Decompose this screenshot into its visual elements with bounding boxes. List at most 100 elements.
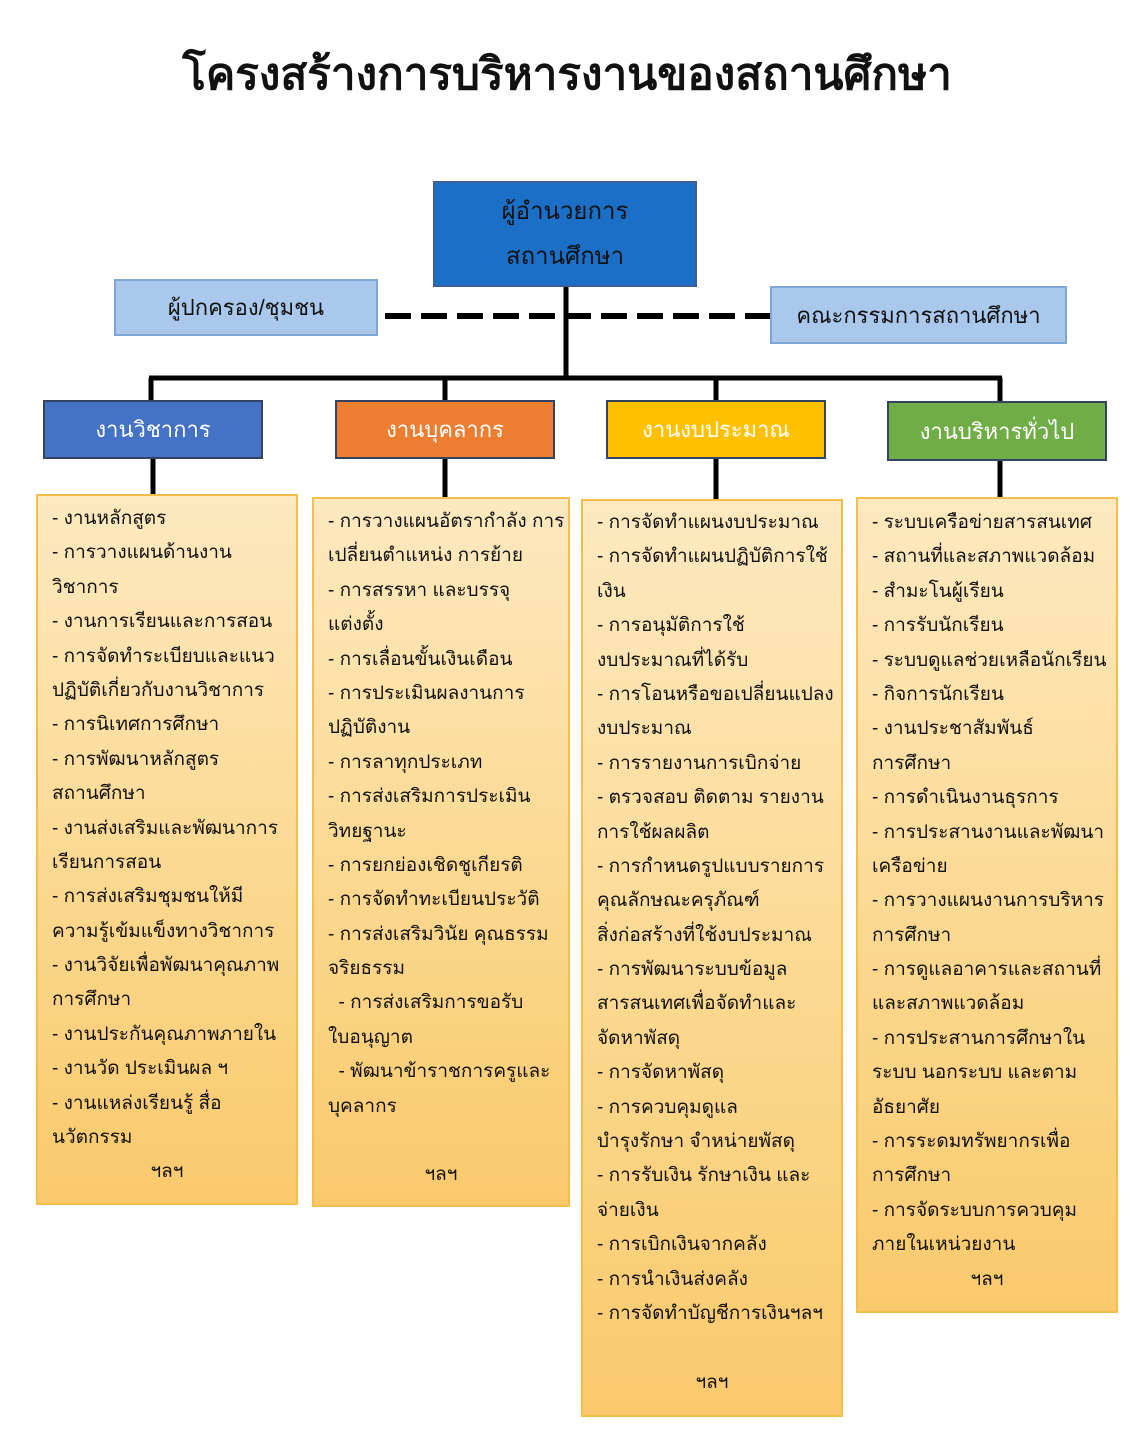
- duty-item: - การโอนหรือขอเปลี่ยนแปลงงบประมาณ: [597, 678, 835, 747]
- duty-item: - การพัฒนาระบบข้อมูลสารสนเทศเพื่อจัดทำแล…: [597, 953, 835, 1056]
- etc-label: ฯลฯ: [424, 1164, 458, 1186]
- duty-line: ปฏิบัติงาน: [328, 717, 411, 739]
- duty-line: บำรุงรักษา จำหน่ายพัสดุ: [597, 1131, 795, 1153]
- duty-item: - การประสานงานและพัฒนาเครือข่าย: [872, 816, 1110, 885]
- school-board-box: คณะกรรมการสถานศึกษา: [770, 286, 1067, 344]
- duty-list-academic: - งานหลักสูตร- การวางแผนด้านงานวิชาการ- …: [36, 494, 298, 1205]
- duty-item: - พัฒนาข้าราชการครูและบุคลากร: [328, 1055, 562, 1124]
- dept-box-general-admin: งานบริหารทั่วไป: [887, 401, 1107, 461]
- duty-line: - การดูแลอาคารและสถานที่: [872, 959, 1102, 981]
- duty-line: - การส่งเสริมการขอรับ: [328, 992, 524, 1014]
- duty-item: - สถานที่และสภาพแวดล้อม: [872, 540, 1110, 574]
- duty-line: - การนิเทศการศึกษา: [52, 714, 220, 736]
- director-subtitle: สถานศึกษา: [505, 243, 625, 270]
- duty-line: - การอนุมัติการใช้: [597, 615, 745, 637]
- duty-line: - การโอนหรือขอเปลี่ยนแปลง: [597, 683, 834, 705]
- duty-item: - การวางแผนอัตรากำลัง การเปลี่ยนตำแหน่ง …: [328, 505, 564, 574]
- duty-line: - งานวัด ประเมินผล ฯ: [52, 1058, 229, 1080]
- duty-item: - ตรวจสอบ ติดตาม รายงานการใช้ผลผลิต: [597, 781, 835, 850]
- duty-line: - การเลื่อนขั้นเงินเดือน: [328, 648, 513, 670]
- duty-item: - งานประกันคุณภาพภายใน: [52, 1018, 290, 1052]
- duty-item: - การอนุมัติการใช้งบประมาณที่ได้รับ: [597, 609, 835, 678]
- duty-list-personnel: - การวางแผนอัตรากำลัง การเปลี่ยนตำแหน่ง …: [312, 497, 570, 1207]
- duty-line: การใช้ผลผลิต: [597, 821, 710, 843]
- parents-community-box: ผู้ปกครอง/ชุมชน: [114, 279, 378, 336]
- duty-line: - การควบคุมดูแล: [597, 1096, 738, 1118]
- dept-label: งานงบประมาณ: [642, 417, 790, 442]
- duty-line: - การดำเนินงานธุรการ: [872, 787, 1059, 809]
- duty-item: - การจัดทำทะเบียนประวัติ: [328, 883, 562, 917]
- duty-line: ปฏิบัติเกี่ยวกับงานวิชาการ: [52, 679, 265, 701]
- duty-line: - การสรรหา และบรรจุ: [328, 579, 511, 601]
- duty-line: สถานศึกษา: [52, 783, 146, 805]
- duty-item: - การระดมทรัพยากรเพื่อการศึกษา: [872, 1125, 1110, 1194]
- duty-line: เครือข่าย: [872, 855, 948, 877]
- etc-label: ฯลฯ: [695, 1371, 729, 1393]
- duty-item: - การประสานการศึกษาในระบบ นอกระบบ และตาม…: [872, 1022, 1110, 1125]
- duty-line: การศึกษา: [872, 752, 952, 774]
- duty-item: - การรับนักเรียน: [872, 609, 1110, 643]
- duty-line: จัดหาพัสดุ: [597, 1027, 681, 1049]
- etc-label: ฯลฯ: [150, 1161, 184, 1183]
- duty-items: - การจัดทำแผนงบประมาณ - การจัดทำแผนปฏิบัต…: [597, 506, 835, 1331]
- duty-line: ใบอนุญาต: [328, 1026, 413, 1048]
- duty-item: - การจัดทำบัญชีการเงินฯลฯ: [597, 1297, 835, 1331]
- duty-line: เปลี่ยนตำแหน่ง การย้าย: [328, 545, 523, 567]
- duty-line: เงิน: [597, 580, 626, 602]
- duty-line: - การประสานงานและพัฒนา: [872, 821, 1105, 843]
- duty-line: - สถานที่และสภาพแวดล้อม: [872, 546, 1096, 568]
- duty-item: - งานหลักสูตร: [52, 502, 290, 536]
- duty-list-general-admin: - ระบบเครือข่ายสารสนเทศ - สถานที่และสภาพแ…: [856, 497, 1118, 1313]
- duty-line: บุคลากร: [328, 1095, 397, 1117]
- duty-item: - การรายงานการเบิกจ่าย: [597, 747, 835, 781]
- etc-label: ฯลฯ: [970, 1268, 1004, 1290]
- duty-item: - การควบคุมดูแลบำรุงรักษา จำหน่ายพัสดุ: [597, 1091, 835, 1160]
- duty-line: - ระบบเครือข่ายสารสนเทศ: [872, 512, 1092, 533]
- duty-line: - การวางแผนงานการบริหาร: [872, 890, 1104, 912]
- duty-line: - การรับเงิน รักษาเงิน และ: [597, 1165, 811, 1187]
- duty-line: - การจัดทำทะเบียนประวัติ: [328, 889, 540, 911]
- duty-line: - การกำหนดรูปแบบรายการ: [597, 855, 825, 877]
- duty-line: วิทยฐานะ: [328, 820, 407, 842]
- duty-line: - การระดมทรัพยากรเพื่อ: [872, 1131, 1071, 1153]
- duty-line: และสภาพแวดล้อม: [872, 993, 1025, 1015]
- chart-title: โครงสร้างการบริหารงานของสถานศึกษา: [182, 50, 952, 99]
- duty-line: ภายในเหน่วยงาน: [872, 1234, 1016, 1256]
- duty-line: - การส่งเสริมวินัย คุณธรรม: [328, 923, 549, 945]
- duty-item: - การยกย่องเชิดชูเกียรติ: [328, 849, 562, 883]
- duty-list-budget: - การจัดทำแผนงบประมาณ - การจัดทำแผนปฏิบัต…: [581, 499, 843, 1417]
- duty-item: - ระบบเครือข่ายสารสนเทศ: [872, 506, 1110, 540]
- duty-item: - การนิเทศการศึกษา: [52, 708, 290, 742]
- duty-item: - การดำเนินงานธุรการ: [872, 781, 1110, 815]
- duty-item: - การลาทุกประเภท: [328, 746, 562, 780]
- dept-box-budget: งานงบประมาณ: [606, 400, 826, 459]
- duty-item: - การส่งเสริมการขอรับใบอนุญาต: [328, 986, 562, 1055]
- school-board-label: คณะกรรมการสถานศึกษา: [796, 302, 1041, 328]
- duty-line: - การจัดทำแผนงบประมาณ: [597, 512, 819, 533]
- duty-line: - กิจการนักเรียน: [872, 683, 1004, 705]
- duty-item: - การจัดระบบการควบคุมภายในเหน่วยงาน: [872, 1194, 1110, 1263]
- duty-line: - การจัดทำแผนปฏิบัติการใช้: [597, 546, 828, 568]
- director-box: ผู้อำนวยการ สถานศึกษา: [433, 181, 697, 287]
- duty-item: - งานวัด ประเมินผล ฯ: [52, 1052, 290, 1086]
- duty-line: - การยกย่องเชิดชูเกียรติ: [328, 854, 523, 876]
- duty-item: - การจัดทำแผนปฏิบัติการใช้เงิน: [597, 540, 835, 609]
- duty-item: - การส่งเสริมชุมชนให้มีความรู้เข้มแข็งทา…: [52, 880, 290, 949]
- duty-line: การศึกษา: [872, 1165, 952, 1187]
- duty-item: - งานส่งเสริมและพัฒนาการเรียนการสอน: [52, 812, 290, 881]
- duty-line: - สำมะโนผู้เรียน: [872, 580, 1004, 602]
- duty-line: นวัตกรรม: [52, 1127, 133, 1149]
- duty-line: - การจัดทำระเบียบและแนว: [52, 645, 275, 667]
- duty-line: - งานการเรียนและการสอน: [52, 611, 273, 633]
- duty-line: - งานประกันคุณภาพภายใน: [52, 1023, 277, 1045]
- duty-item: - การกำหนดรูปแบบรายการคุณลักษณะครุภัณฑ์ส…: [597, 850, 835, 953]
- duty-line: - การเบิกเงินจากคลัง: [597, 1234, 767, 1256]
- duty-line: จ่ายเงิน: [597, 1199, 659, 1221]
- duty-line: - งานหลักสูตร: [52, 508, 167, 529]
- duty-item: - งานประชาสัมพันธ์การศึกษา: [872, 712, 1110, 781]
- duty-line: - การส่งเสริมชุมชนให้มี: [52, 886, 244, 908]
- duty-line: สิ่งก่อสร้างที่ใช้งบประมาณ: [597, 924, 812, 946]
- duty-item: - ระบบดูแลช่วยเหลือนักเรียน: [872, 644, 1110, 678]
- duty-line: - งานส่งเสริมและพัฒนาการ: [52, 817, 279, 839]
